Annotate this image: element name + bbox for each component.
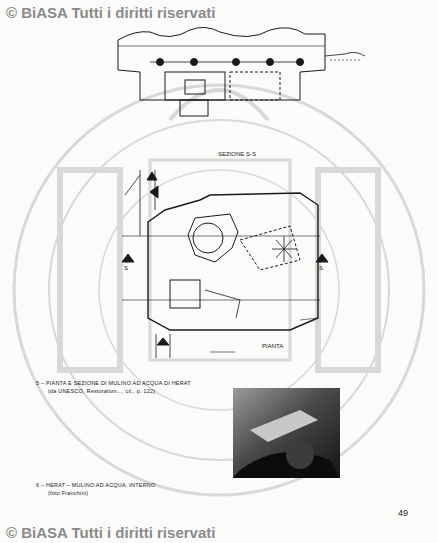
- mill-photo: [233, 388, 340, 478]
- figure-caption: (da UNESCO, Restoration..., cit., p. 122…: [48, 388, 155, 394]
- figure-caption: (foto Franchini): [48, 490, 88, 496]
- drawing-label: PIANTA: [262, 343, 283, 349]
- figure-caption: 5 – PIANTA E SEZIONE DI MULINO AD ACQUA …: [36, 380, 191, 386]
- drawing-label: S: [319, 265, 323, 271]
- figure-caption: 6 – HERAT – MULINO AD ACQUA, INTERNO: [36, 482, 155, 488]
- watermark: © BiASA Tutti i diritti riservati: [6, 4, 215, 21]
- drawing-label: S: [124, 265, 128, 271]
- seal-watermark: [14, 85, 424, 495]
- watermark: © BiASA Tutti i diritti riservati: [6, 524, 215, 541]
- mill-plan: [122, 170, 328, 358]
- page-number: 49: [398, 508, 408, 518]
- mill-section: [118, 27, 365, 116]
- drawing-label: SEZIONE S-S: [218, 151, 256, 157]
